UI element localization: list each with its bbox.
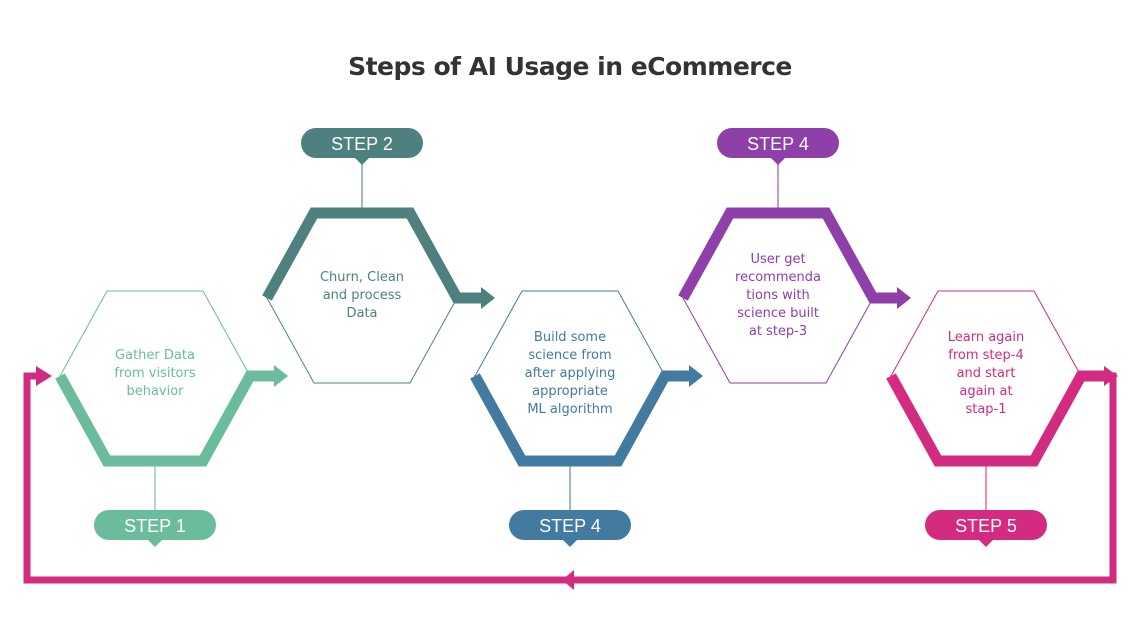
step-3-badge <box>509 510 631 540</box>
description-line: and process <box>322 288 402 303</box>
description-line: and start <box>956 366 1016 381</box>
step-3-description: Build some science from after applying appr… <box>500 329 640 419</box>
loop-arrow-head-bottom <box>562 570 574 590</box>
step-4-badge <box>717 128 839 158</box>
step-3-hexagon-thick-edge <box>470 370 691 467</box>
description-line: behavior <box>126 384 184 399</box>
step-3-badge-label: STEP 4 <box>539 516 601 536</box>
step-1-badge-label: STEP 1 <box>124 516 186 536</box>
step-2-arrow-icon <box>481 287 495 309</box>
description-line: Churn, Clean <box>319 270 405 285</box>
description-line: Data <box>346 306 378 321</box>
step-3-badge-pointer <box>562 539 578 547</box>
step-2-badge <box>301 128 423 158</box>
description-line: Learn again <box>947 330 1025 345</box>
step-5-description: Learn again from step-4 and start again at s… <box>916 329 1056 419</box>
step-4-badge-pointer <box>770 157 786 165</box>
step-1-arrow-icon <box>274 365 288 387</box>
step-5-badge-pointer <box>978 539 994 547</box>
loop-arrow-head-right <box>1104 366 1118 386</box>
step-1-description: Gather Data from visitors behavior <box>85 347 225 401</box>
description-line: at step-3 <box>748 324 808 339</box>
step-3-arrow-icon <box>689 365 703 387</box>
diagram-title: Steps of AI Usage in eCommerce <box>348 52 792 81</box>
step-4-arrow-icon <box>897 287 911 309</box>
description-line: science built <box>737 306 819 321</box>
description-line: from step-4 <box>948 348 1024 363</box>
description-line: after applying <box>524 366 616 381</box>
description-line: ML algorithm <box>527 402 613 417</box>
description-line: tions with <box>746 288 810 303</box>
description-line: Build some <box>533 330 607 345</box>
loop-arrow-head-left <box>36 366 52 386</box>
step-5-badge <box>925 510 1047 540</box>
step-5-hexagon-thick-edge <box>886 370 1107 467</box>
description-line: Gather Data <box>115 348 195 363</box>
step-2-badge-label: STEP 2 <box>331 134 393 154</box>
step-4-description: User get recommenda tions with science buil… <box>708 251 848 341</box>
step-1-badge-pointer <box>147 539 163 547</box>
description-line: recommenda <box>735 270 821 285</box>
description-line: appropriate <box>532 384 608 399</box>
step-1-badge <box>94 510 216 540</box>
description-line: again at <box>959 384 1013 399</box>
description-line: from visitors <box>114 366 196 381</box>
description-line: stap-1 <box>965 402 1007 417</box>
step-4-badge-label: STEP 4 <box>747 134 809 154</box>
description-line: science from <box>528 348 612 363</box>
step-2-badge-pointer <box>354 157 370 165</box>
step-1-hexagon-thick-edge <box>55 370 276 467</box>
step-4-hexagon-thick-edge <box>678 207 899 304</box>
step-2-hexagon-thick-edge <box>262 207 483 304</box>
description-line: User get <box>750 252 806 267</box>
step-5-badge-label: STEP 5 <box>955 516 1017 536</box>
